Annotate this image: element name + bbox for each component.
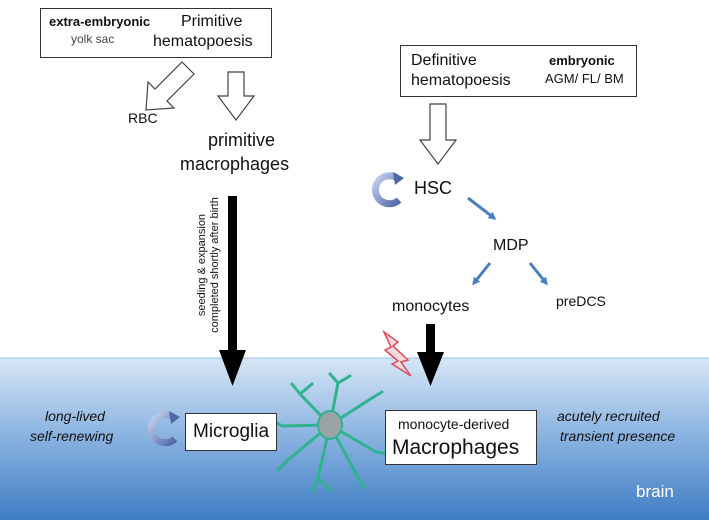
predcs-label: preDCS (556, 293, 606, 309)
definitive-location-sub: AGM/ FL/ BM (545, 71, 624, 86)
definitive-hematopoesis-box: Definitive hematopoesis embryonic AGM/ F… (400, 45, 637, 97)
definitive-title-line2: hematopoesis (411, 72, 511, 89)
primitive-hematopoesis-box: extra-embryonic yolk sac Primitive hemat… (40, 8, 272, 58)
seeding-label-line1: seeding & expansion (196, 213, 208, 317)
microglia-box: Microglia (185, 413, 277, 451)
definitive-title-line1: Definitive (411, 52, 477, 69)
primitive-title-line1: Primitive (181, 13, 243, 30)
macrophages-main-label: Macrophages (392, 436, 520, 459)
mdp-to-monocytes-arrow-icon (472, 262, 492, 286)
mdp-label: MDP (493, 237, 529, 254)
right-note-line2: transient presence (560, 428, 676, 444)
differentiation-arrows (467, 196, 548, 286)
seeding-arrow-icon (219, 196, 246, 386)
left-note-line1: long-lived (45, 408, 105, 424)
microglia-self-renew-icon (147, 411, 180, 447)
primitive-macrophages-label-line1: primitive (208, 130, 276, 150)
hollow-arrow-to-rbc-icon (145, 61, 195, 111)
definitive-location-bold: embryonic (549, 53, 615, 68)
mdp-to-predcs-arrow-icon (528, 262, 548, 286)
primitive-location-bold: extra-embryonic (49, 14, 151, 29)
primitive-title-line2: hematopoesis (153, 33, 253, 50)
hsc-to-mdp-arrow-icon (467, 196, 497, 220)
macrophages-sub-label: monocyte-derived (398, 416, 510, 432)
monocytes-label: monocytes (392, 298, 470, 315)
recruitment-arrow-icon (417, 324, 444, 386)
hollow-arrow-to-hsc-icon (418, 103, 458, 165)
lightning-icon (382, 329, 412, 377)
microglia-label: Microglia (193, 421, 270, 442)
primitive-macrophages-label-line2: macrophages (180, 154, 290, 174)
seeding-label-line2: completed shortly after birth (209, 197, 221, 333)
rbc-label: RBC (128, 110, 158, 126)
macrophages-box: monocyte-derived Macrophages (385, 410, 537, 465)
right-note-line1: acutely recruited (557, 408, 660, 424)
hollow-arrow-to-primitive-macrophages-icon (216, 71, 256, 121)
left-note-line2: self-renewing (30, 428, 114, 444)
hsc-self-renew-icon (371, 172, 404, 208)
seeding-label: seeding & expansion completed shortly af… (196, 180, 222, 350)
hsc-label: HSC (414, 178, 453, 198)
brain-label: brain (636, 482, 674, 501)
primitive-location-sub: yolk sac (71, 32, 115, 46)
microglia-soma-icon (317, 410, 343, 440)
